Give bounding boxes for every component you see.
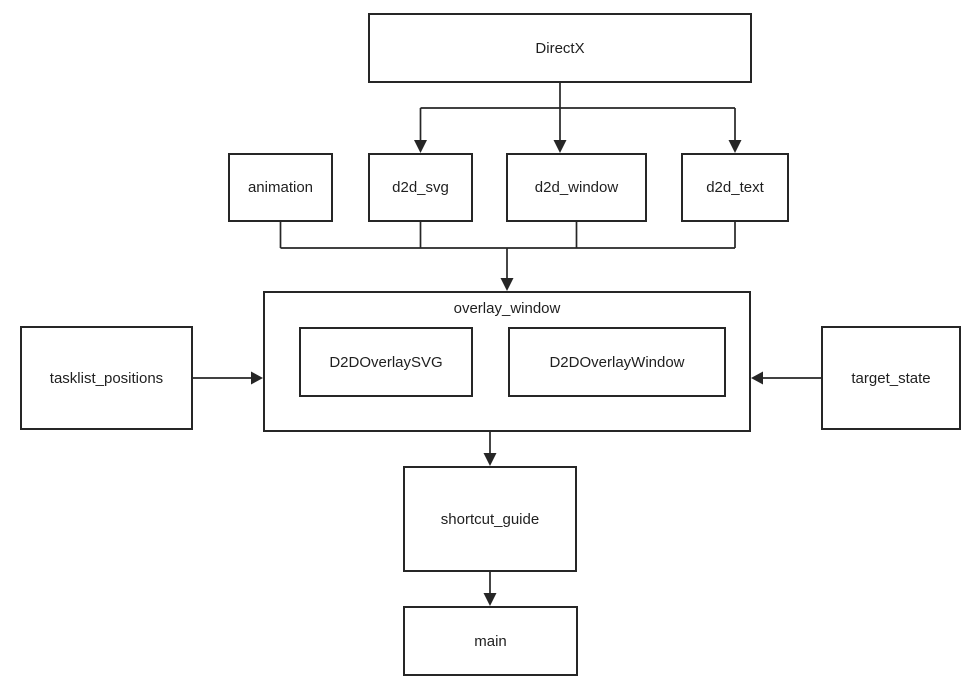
- edge-target_state-overlay_window: [751, 371, 821, 385]
- node-main-label: main: [474, 632, 507, 650]
- node-d2d-svg: d2d_svg: [368, 153, 473, 222]
- edge-merge-overlay_window: [500, 248, 514, 291]
- node-d2d-svg-label: d2d_svg: [392, 179, 449, 196]
- node-shortcut-guide: shortcut_guide: [403, 466, 577, 572]
- node-d2d-overlay-window: D2DOverlayWindow: [508, 327, 726, 397]
- node-animation: animation: [228, 153, 333, 222]
- node-tasklist-positions: tasklist_positions: [20, 326, 193, 430]
- node-d2d-window-label: d2d_window: [534, 179, 619, 196]
- edge-directx-d2d_text: [728, 108, 742, 153]
- edge-shortcut_guide-main: [483, 572, 497, 606]
- node-d2d-overlay-svg-label: D2DOverlaySVG: [329, 353, 443, 371]
- node-directx-label: DirectX: [535, 39, 585, 57]
- edge-directx-d2d_svg: [414, 108, 427, 153]
- node-overlay-window: overlay_window D2DOverlaySVG D2DOverlayW…: [263, 291, 751, 432]
- node-d2d-overlay-svg: D2DOverlaySVG: [299, 327, 473, 397]
- edge-row2-merge-rail: [279, 221, 736, 249]
- node-d2d-text: d2d_text: [681, 153, 789, 222]
- node-d2d-window: d2d_window: [506, 153, 647, 222]
- edge-overlay_window-shortcut_guide: [483, 432, 497, 466]
- node-target-state: target_state: [821, 326, 961, 430]
- node-tasklist-positions-label: tasklist_positions: [49, 369, 164, 387]
- node-target-state-label: target_state: [851, 369, 931, 387]
- node-d2d-overlay-window-label: D2DOverlayWindow: [549, 353, 685, 371]
- edge-directx-d2d_window: [553, 83, 567, 153]
- edge-tasklist_positions-overlay_window: [193, 371, 263, 385]
- node-shortcut-guide-label: shortcut_guide: [440, 510, 540, 528]
- node-main: main: [403, 606, 578, 676]
- node-directx: DirectX: [368, 13, 752, 83]
- node-animation-label: animation: [247, 179, 314, 196]
- node-overlay-window-label: overlay_window: [453, 300, 561, 317]
- node-d2d-text-label: d2d_text: [706, 179, 764, 196]
